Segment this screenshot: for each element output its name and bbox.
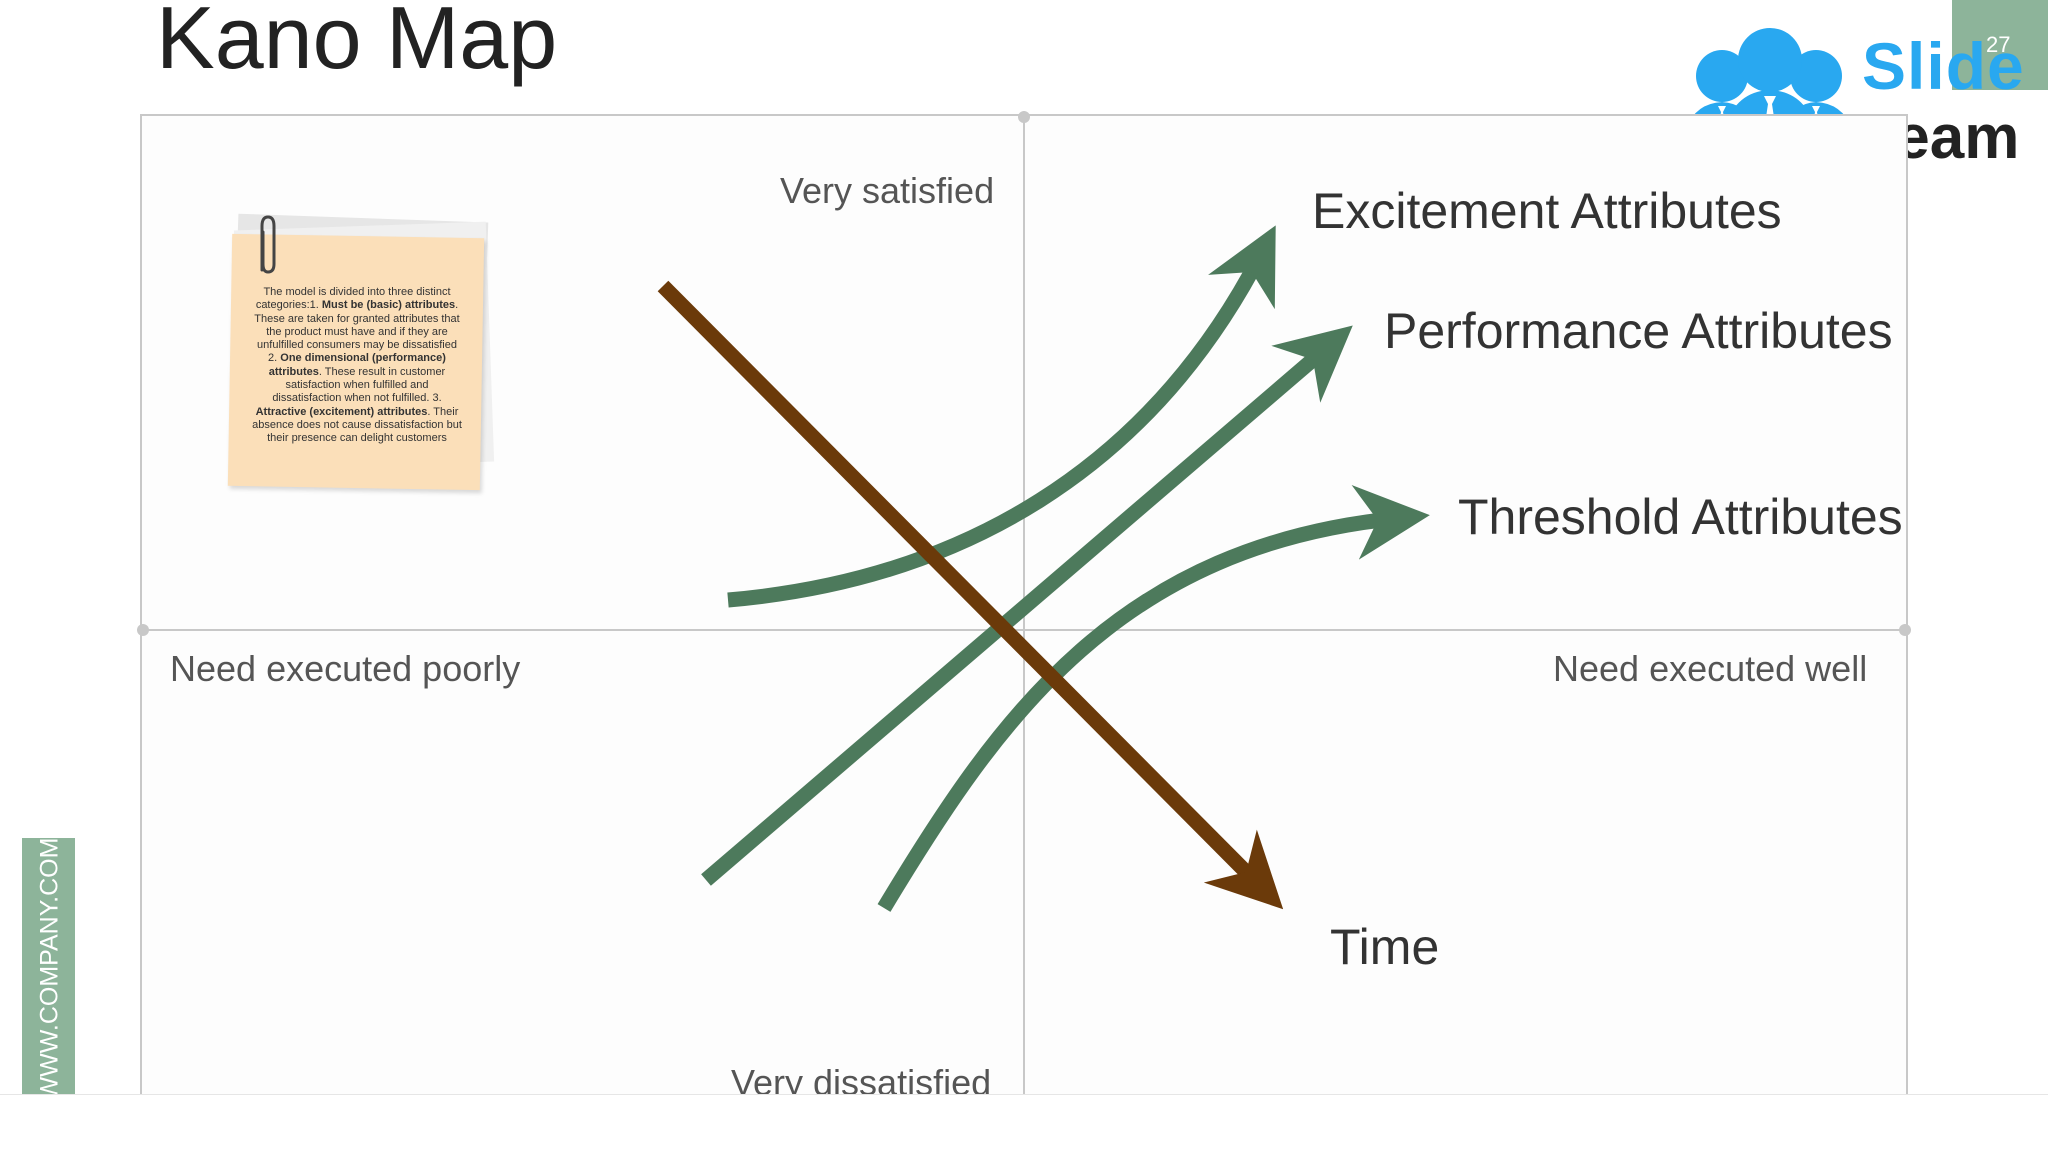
axis-label-left: Need executed poorly — [170, 648, 521, 689]
threshold-label: Threshold Attributes — [1458, 489, 1903, 545]
note-text-segment: . Their absence does not cause dissatisf… — [252, 405, 462, 445]
note-text-segment: One dimensional (performance) attributes — [268, 352, 446, 378]
note-text-segment: The model is divided into three distinct… — [255, 286, 451, 312]
page-number: 27 — [1986, 32, 2011, 57]
axis-label-right: Need executed well — [1553, 648, 1868, 689]
threshold-arrow — [877, 485, 1430, 912]
time-arrow — [657, 280, 1284, 910]
performance-arrow — [701, 325, 1353, 886]
note-text: The model is divided into three distinct… — [252, 286, 462, 446]
excitement-arrow — [727, 225, 1276, 608]
axis-handle-left — [137, 624, 149, 636]
page-title: Kano Map — [156, 0, 558, 87]
axis-label-bottom: Very dissatisfied — [731, 1062, 992, 1094]
kano-diagram — [137, 111, 1911, 1094]
note-text-segment: . These result in customer satisfaction … — [272, 365, 446, 405]
axis-label-top: Very satisfied — [780, 170, 995, 211]
slide: Kano Map 27 Slide Team WWW.COMPANY.COM — [22, 0, 2048, 1094]
note-text-segment: Must be (basic) attributes — [321, 299, 456, 312]
note-text-segment: Attractive (excitement) attributes — [255, 405, 428, 418]
axis-handle-right — [1899, 624, 1911, 636]
page-number-badge — [1952, 0, 2048, 90]
logo-text-slide: Slide — [1862, 29, 2025, 103]
sticky-note: The model is divided into three distinct… — [227, 210, 495, 500]
paperclip-icon — [260, 215, 276, 274]
axis-handle-top — [1018, 111, 1030, 123]
website-sidebar: WWW.COMPANY.COM — [22, 838, 75, 1094]
footer-band — [0, 1094, 2048, 1153]
performance-label: Performance Attributes — [1384, 303, 1893, 359]
excitement-label: Excitement Attributes — [1312, 183, 1782, 239]
time-label: Time — [1330, 919, 1440, 975]
note-text-segment: . These are taken for granted attributes… — [254, 299, 460, 365]
